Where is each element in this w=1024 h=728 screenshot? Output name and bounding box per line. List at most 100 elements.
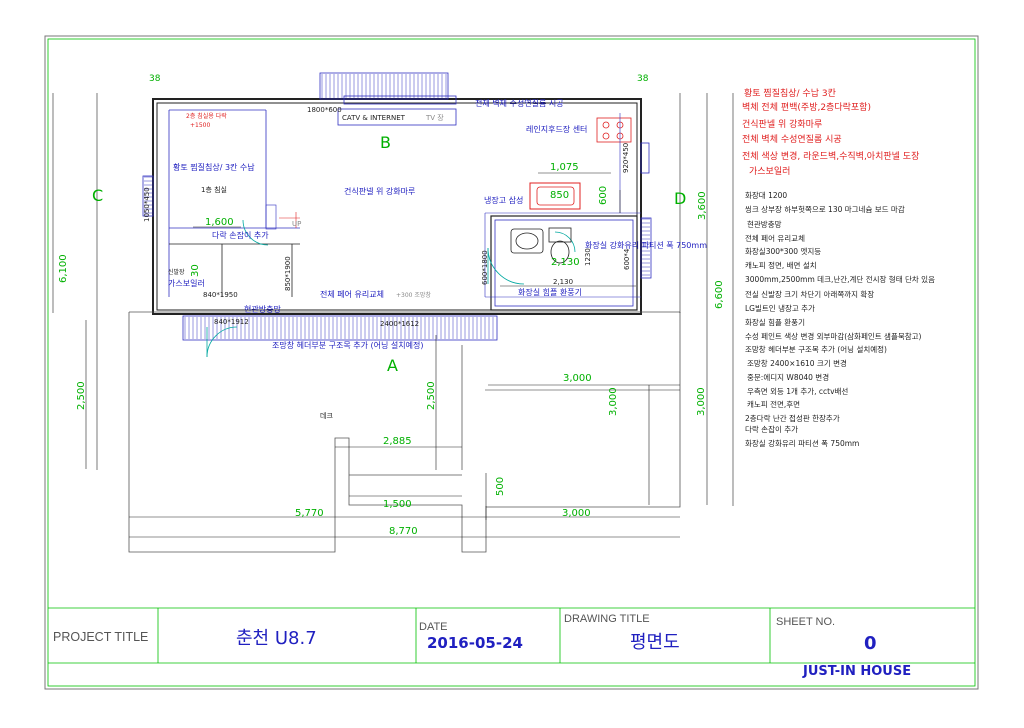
dim-2130: 2,130 — [551, 257, 580, 268]
black-note-0: 화장대 1200 — [745, 190, 787, 200]
dim-850: 850 — [550, 190, 569, 201]
note-gas-boiler: 가스보일러 — [168, 279, 205, 288]
note-attic-handle: 다락 손잡이 추가 — [212, 230, 269, 240]
note-sauna-title: 황토 찜질침상/ 3칸 수납 — [173, 162, 255, 172]
label-2130: 2,130 — [553, 278, 573, 286]
label-tv-zone: TV 장 — [425, 113, 444, 122]
dim-8770: 8,770 — [389, 526, 418, 537]
dimension-lines — [52, 93, 734, 538]
sheet-outer-border — [44, 35, 979, 690]
dim-5770: 5,770 — [295, 508, 324, 519]
note-bath-fan: 화장실 힘플 환풍기 — [518, 287, 582, 297]
dim-3000-right: 3,000 — [696, 387, 707, 416]
date-label: DATE — [419, 621, 448, 633]
black-note-3: 전체 페어 유리교체 — [745, 233, 805, 243]
plan-annotations-black: 1800*600 CATV & INTERNET TV 장 1층 침실 920*… — [143, 106, 631, 420]
deck-outline — [128, 311, 681, 553]
black-note-2: 현관방충망 — [747, 219, 782, 229]
door-swings — [206, 219, 576, 358]
note-canopy: 조망창 헤더부분 구조목 추가 (어닝 설치예정) — [272, 340, 423, 350]
drawing-title-label: DRAWING TITLE — [564, 613, 650, 625]
note-range-hood: 레인지후드장 센터 — [526, 124, 587, 134]
sheet-no-label: SHEET NO. — [776, 616, 835, 628]
windows — [142, 72, 652, 341]
red-note-0: 황토 찜질침상/ 수납 3칸 — [744, 87, 836, 99]
drawing-title: 평면도 — [630, 632, 680, 653]
black-note-4: 화장실300*300 엣지등 — [745, 246, 821, 256]
dim-3600: 3,600 — [697, 191, 708, 220]
bathroom-fixtures — [510, 227, 572, 264]
label-1050-450: 1050*450 — [143, 187, 151, 222]
label-840-1912: 840*1912 — [214, 318, 249, 326]
red-note-3: 전체 벽체 수성연질롬 시공 — [742, 133, 842, 145]
plan-annotations-red: 2층 침실용 다락 +1500 — [186, 112, 227, 129]
note-glass-replace: 전체 페어 유리교체 — [320, 289, 384, 299]
black-note-16: 2층다락 난간 접성판 한장추가 — [745, 413, 840, 423]
room-label-d: D — [674, 189, 686, 208]
black-note-18: 화장실 강화유리 파티션 폭 750mm — [745, 438, 859, 448]
black-note-6: 3000mm,2500mm 데크,난간,계단 전시장 형태 단차 있음 — [745, 274, 935, 284]
note-entrance-light: 현관방충망 — [244, 304, 281, 314]
project-title: 춘천 U8.7 — [236, 628, 317, 649]
window-hatch — [144, 74, 650, 339]
project-title-label: PROJECT TITLE — [53, 630, 148, 644]
black-note-17: 다락 손잡이 추가 — [745, 424, 798, 434]
label-1230: 1230 — [584, 248, 592, 266]
label-600-1800: 600*1800 — [481, 250, 489, 285]
dim-30: 30 — [190, 264, 201, 277]
label-sauna-plus: +1500 — [190, 122, 210, 129]
note-bath-glass: 화장실 강화유리 파티션 폭 750mm — [585, 240, 707, 250]
dim-38-right: 38 — [637, 74, 649, 84]
dim-2500-mid: 2,500 — [426, 381, 437, 410]
label-sauna-small: 2층 침실용 다락 — [186, 112, 227, 120]
company-name: JUST-IN HOUSE — [802, 664, 911, 679]
interior-guides — [484, 113, 641, 298]
date-value: 2016-05-24 — [427, 634, 523, 652]
label-600-4: 600*4 — [623, 248, 631, 270]
dim-1075: 1,075 — [550, 162, 579, 173]
title-block: PROJECT TITLE 춘천 U8.7 DATE 2016-05-24 DR… — [48, 607, 975, 679]
plan-annotations-blue: 전체 벽체 수성연질롬 시공 황토 찜질침상/ 3칸 수납 건식판넬 위 강화마… — [168, 98, 707, 350]
dim-6600: 6,600 — [714, 280, 725, 309]
label-2400-1612: 2400*1612 — [380, 320, 419, 328]
label-bedroom: 1층 침실 — [201, 185, 227, 194]
black-note-1: 씽크 상부장 하부헛쪽으로 130 마그네슘 보드 마감 — [745, 204, 905, 214]
label-catv: CATV & INTERNET — [342, 114, 406, 122]
label-plus300: +300 조망창 — [396, 291, 431, 299]
red-note-4: 전체 색상 변경, 라운드벽,수직벽,아치판넬 도장 — [742, 150, 919, 162]
sheet-inner-border — [47, 38, 976, 687]
black-note-5: 캐노피 정면, 배면 설치 — [745, 260, 817, 270]
dim-3000-bottom: 3,000 — [562, 508, 591, 519]
black-note-12: 조망창 2400×1610 크기 변경 — [747, 358, 847, 368]
black-note-11: 조망창 헤더부분 구조목 추가 (어닝 설치예정) — [745, 344, 887, 354]
black-note-7: 전실 신발장 크기 차단기 아래쪽까지 확장 — [745, 289, 874, 299]
label-840-1950: 840*1950 — [203, 291, 238, 299]
red-note-2: 건식판넬 위 강화마루 — [742, 118, 822, 130]
dimension-texts: 6,100 2,500 2,500 3,000 3,000 3,000 3,60… — [58, 74, 725, 537]
room-label-b: B — [380, 133, 391, 152]
black-note-14: 우측면 외등 1개 추가, cctv배선 — [747, 386, 848, 396]
room-label-a: A — [387, 356, 398, 375]
black-note-13: 중문:에디지 W8040 변경 — [747, 372, 829, 382]
label-shoe-cabinet: 신발장 — [168, 268, 185, 276]
dim-1500: 1,500 — [383, 499, 412, 510]
black-note-15: 캐노피 전면,후면 — [747, 399, 800, 409]
red-notes: 황토 찜질침상/ 수납 3칸 벽체 전체 편백(주방,2층다락포함) 건식판넬 … — [742, 87, 919, 177]
note-floor: 건식판넬 위 강화마루 — [344, 186, 415, 196]
label-1800-600: 1800*600 — [307, 106, 342, 114]
red-note-5: 가스보일러 — [749, 166, 790, 177]
dim-6100: 6,100 — [58, 254, 69, 283]
dim-500: 500 — [495, 477, 506, 496]
red-note-1: 벽체 전체 편백(주방,2층다락포함) — [742, 101, 871, 113]
note-top-wall: 전체 벽체 수성연질롬 시공 — [475, 98, 564, 108]
black-notes: 화장대 1200 씽크 상부장 하부헛쪽으로 130 마그네슘 보드 마감현관방충… — [745, 190, 935, 448]
dim-3000-top: 3,000 — [563, 373, 592, 384]
dim-38-left: 38 — [149, 74, 161, 84]
black-note-10: 수성 페인트 색상 변경 외부마감(삼화페인트 샘플북참고) — [745, 331, 922, 341]
label-920-450: 920*450 — [622, 143, 630, 173]
dim-3000-vert: 3,000 — [608, 387, 619, 416]
label-up: UP — [292, 220, 301, 228]
room-label-c: C — [92, 186, 103, 205]
dim-2500-left: 2,500 — [76, 381, 87, 410]
